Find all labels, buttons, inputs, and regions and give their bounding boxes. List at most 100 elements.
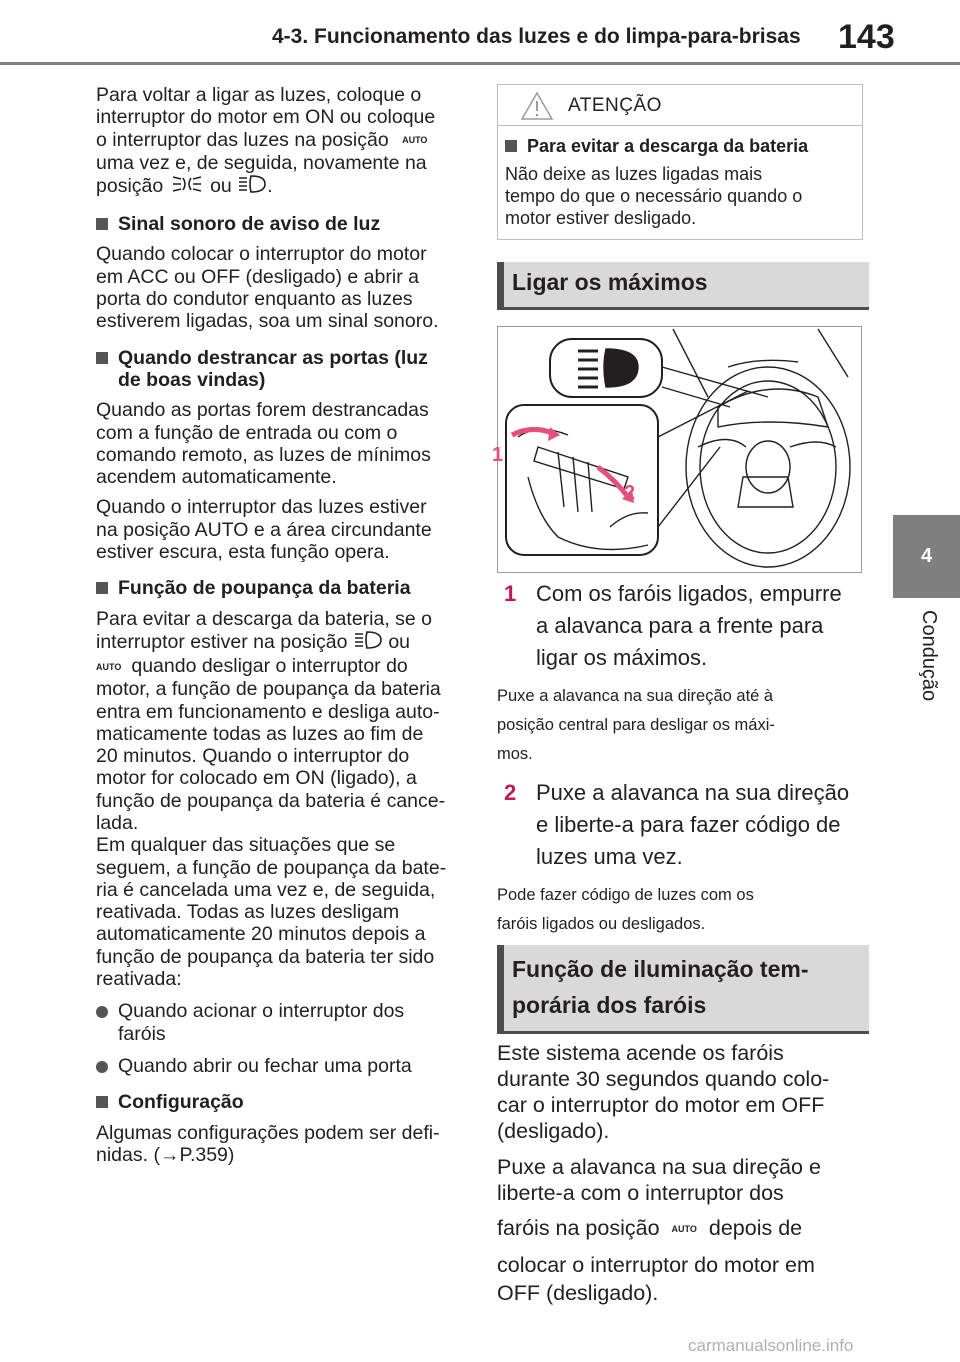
- warning-text: tempo do que o necessário quando o: [505, 186, 803, 206]
- battery-text: 20 minutos. Quando o interruptor do: [96, 745, 410, 768]
- left-column: Para voltar a ligar as luzes, coloque o …: [96, 84, 471, 1166]
- temp-light-text: car o interruptor do motor em OFF: [497, 1093, 825, 1117]
- battery-text: função de poupança da bateria é cance-: [96, 789, 446, 812]
- battery-text: Para evitar a descarga da bateria, se o: [96, 607, 433, 630]
- buzzer-heading: Sinal sonoro de aviso de luz: [96, 213, 471, 235]
- bullet-item: Quando acionar o interruptor dos: [96, 1000, 471, 1022]
- note-1-text: mos.: [497, 745, 533, 763]
- chapter-label: Condução: [902, 610, 948, 720]
- page-number: 143: [838, 18, 895, 56]
- lever-illustration: 1 2: [492, 326, 862, 573]
- step-1: 1 Com os faróis ligados, empurre a alava…: [497, 578, 867, 674]
- temp-light-text: faróis na posição AUTO depois de: [497, 1206, 867, 1251]
- battery-text: maticamente todas as luzes ao fim de: [96, 722, 424, 745]
- welcome-text: Quando o interruptor das luzes estiver: [96, 496, 427, 519]
- auto-icon: AUTO: [671, 1224, 697, 1235]
- battery-text: motor, a função de poupança da bateria: [96, 678, 441, 701]
- note-1-text: posição central para desligar os máxi-: [497, 716, 775, 734]
- step-2-text: e liberte-a para fazer código de: [536, 812, 841, 837]
- note-2-text: Pode fazer código de luzes com os: [497, 886, 754, 904]
- step-1-text: a alavanca para a frente para: [536, 613, 824, 638]
- config-text: nidas. (→P.359): [96, 1143, 235, 1166]
- intro-line: posição ou .: [96, 174, 471, 199]
- warning-content: Para evitar a descarga da bateria Não de…: [505, 135, 855, 229]
- note-1: Puxe a alavanca na sua direção até à pos…: [497, 682, 867, 769]
- step-2: 2 Puxe a alavanca na sua direção e liber…: [497, 777, 867, 873]
- battery-text: função de poupança da bateria ter sido: [96, 945, 435, 968]
- welcome-text: com a função de entrada ou com o: [96, 421, 398, 444]
- temp-light-body: Este sistema acende os faróis durante 30…: [497, 1040, 867, 1307]
- page-header-title: 4-3. Funcionamento das luzes e do limpa-…: [272, 25, 801, 48]
- step-2-text: Puxe a alavanca na sua direção: [536, 780, 850, 805]
- warning-triangle-icon: [520, 91, 554, 126]
- battery-heading: Função de poupança da bateria: [96, 577, 471, 599]
- temp-light-text: Este sistema acende os faróis: [497, 1041, 784, 1065]
- welcome-text: acendem automaticamente.: [96, 466, 337, 489]
- note-1-text: Puxe a alavanca na sua direção até à: [497, 687, 774, 705]
- warning-text: Não deixe as luzes ligadas mais: [505, 164, 763, 184]
- welcome-text: Quando as portas forem destrancadas: [96, 399, 429, 422]
- intro-line: Para voltar a ligar as luzes, coloque o: [96, 84, 422, 106]
- header-rule: [0, 62, 960, 65]
- parking-light-icon: [169, 175, 205, 198]
- temp-light-text: (desligado).: [497, 1119, 610, 1143]
- high-beam-steps: 1 Com os faróis ligados, empurre a alava…: [497, 578, 867, 939]
- temp-light-text: Puxe a alavanca na sua direção e: [497, 1155, 821, 1179]
- battery-text: Em qualquer das situações que se: [96, 834, 396, 857]
- intro-line: o interruptor das luzes na posição AUTO: [96, 128, 428, 151]
- warning-title: ATENÇÃO: [568, 95, 662, 116]
- intro-line: uma vez e, de seguida, novamente na: [96, 151, 427, 174]
- welcome-text: comando remoto, as luzes de mínimos: [96, 443, 431, 466]
- welcome-heading: de boas vindas): [118, 368, 266, 391]
- battery-text: reativada. Todas as luzes desligam: [96, 901, 400, 924]
- step-2-number: 2: [504, 780, 517, 805]
- note-2-text: faróis ligados ou desligados.: [497, 915, 706, 933]
- section-title-temp-light: Função de iluminação tem- porária dos fa…: [497, 945, 869, 1034]
- warning-title-row: ATENÇÃO: [498, 85, 862, 126]
- step-1-number: 1: [504, 581, 517, 606]
- chapter-tab: 4: [893, 515, 960, 598]
- battery-text: ria é cancelada uma vez e, de seguida,: [96, 878, 436, 901]
- note-2: Pode fazer código de luzes com os faróis…: [497, 881, 867, 939]
- intro-line: interruptor do motor em ON ou coloque: [96, 106, 436, 129]
- config-text: Algumas configurações podem ser defi-: [96, 1121, 440, 1144]
- figure-label-2: 2: [624, 482, 635, 504]
- footer-watermark: carmanualsonline.info: [688, 1336, 854, 1355]
- section-title-high-beam: Ligar os máximos: [497, 262, 869, 310]
- bullet-item: faróis: [118, 1022, 166, 1045]
- figure-label-1: 1: [492, 444, 503, 466]
- headlight-icon: [353, 630, 383, 655]
- step-2-text: luzes uma vez.: [536, 844, 683, 869]
- bullet-item: Quando abrir ou fechar uma porta: [96, 1055, 471, 1077]
- battery-text: entra em funcionamento e desliga auto-: [96, 700, 440, 723]
- headlight-icon: [237, 174, 267, 199]
- buzzer-text: Quando colocar o interruptor do motor: [96, 243, 427, 266]
- buzzer-text: porta do condutor enquanto as luzes: [96, 288, 413, 311]
- battery-text: reativada:: [96, 968, 182, 991]
- section-title-line: Função de iluminação tem-: [512, 956, 809, 982]
- chapter-label-text: Condução: [918, 610, 940, 702]
- welcome-text: estiver escura, esta função opera.: [96, 541, 390, 564]
- battery-text: motor for colocado em ON (ligado), a: [96, 767, 417, 790]
- temp-light-text: OFF (desligado).: [497, 1281, 659, 1306]
- warning-heading: Para evitar a descarga da bateria: [505, 135, 855, 157]
- welcome-heading: Quando destrancar as portas (luz: [96, 347, 471, 369]
- battery-text: automaticamente 20 minutos depois a: [96, 923, 426, 946]
- battery-text: lada.: [96, 811, 139, 834]
- battery-text: interruptor estiver na posição ou: [96, 630, 471, 655]
- warning-text: motor estiver desligado.: [505, 208, 697, 228]
- temp-light-text: liberte-a com o interruptor dos: [497, 1181, 784, 1205]
- temp-light-text: durante 30 segundos quando colo-: [497, 1067, 830, 1091]
- welcome-text: na posição AUTO e a área circundante: [96, 518, 432, 541]
- step-1-text: ligar os máximos.: [536, 645, 708, 670]
- section-title-line: porária dos faróis: [512, 992, 707, 1018]
- step-1-text: Com os faróis ligados, empurre: [536, 581, 842, 606]
- config-heading: Configuração: [96, 1091, 471, 1113]
- battery-text: seguem, a função de poupança da bate-: [96, 856, 447, 879]
- temp-light-text: colocar o interruptor do motor em: [497, 1253, 815, 1278]
- buzzer-text: estiverem ligadas, soa um sinal sonoro.: [96, 310, 439, 333]
- auto-icon: AUTO: [96, 661, 122, 672]
- warning-box: ATENÇÃO Para evitar a descarga da bateri…: [497, 84, 863, 240]
- buzzer-text: em ACC ou OFF (desligado) e abrir a: [96, 265, 419, 288]
